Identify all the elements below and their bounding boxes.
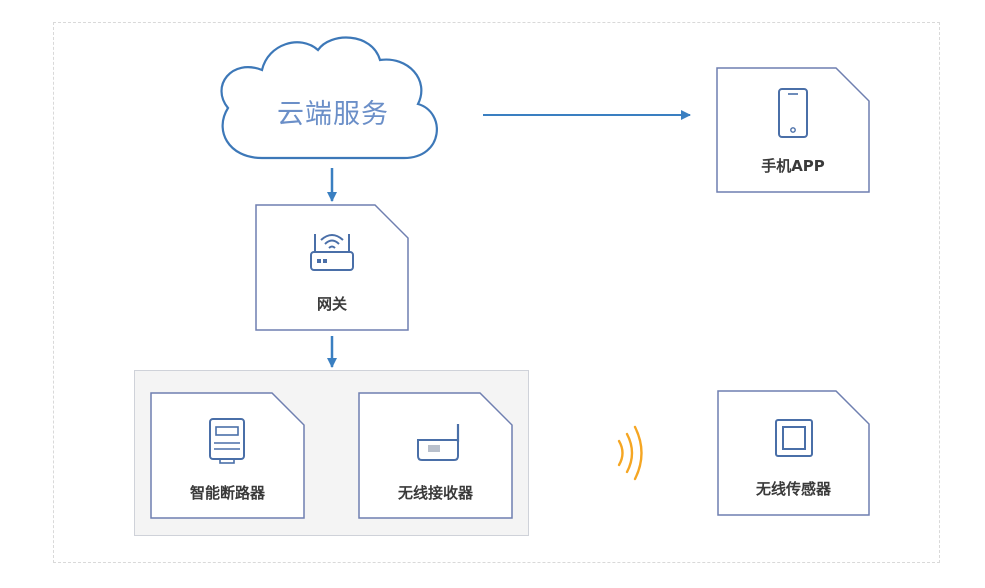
receiver-antenna-icon (417, 424, 460, 461)
card-wireless-receiver: 无线接收器 (358, 392, 513, 519)
cloud-shape (220, 36, 438, 160)
card-mobile-app: 手机APP (716, 67, 870, 193)
card-gateway: 网关 (255, 204, 409, 331)
card-wireless-receiver-label: 无线接收器 (397, 484, 473, 502)
meter-icon (209, 418, 245, 464)
card-smart-breaker: 智能断路器 (150, 392, 305, 519)
card-wireless-sensor: 无线传感器 (717, 390, 870, 516)
diagram-frame (53, 22, 940, 563)
wireless-signal-icon (617, 425, 643, 481)
card-smart-breaker-label: 智能断路器 (189, 484, 265, 502)
router-icon (310, 234, 354, 271)
card-mobile-app-label: 手机APP (761, 157, 825, 175)
smartphone-icon (778, 88, 808, 138)
card-gateway-label: 网关 (316, 295, 347, 313)
card-wireless-sensor-label: 无线传感器 (755, 480, 831, 498)
cloud-service-label: 云端服务 (277, 99, 389, 130)
sensor-square-icon (775, 419, 813, 457)
